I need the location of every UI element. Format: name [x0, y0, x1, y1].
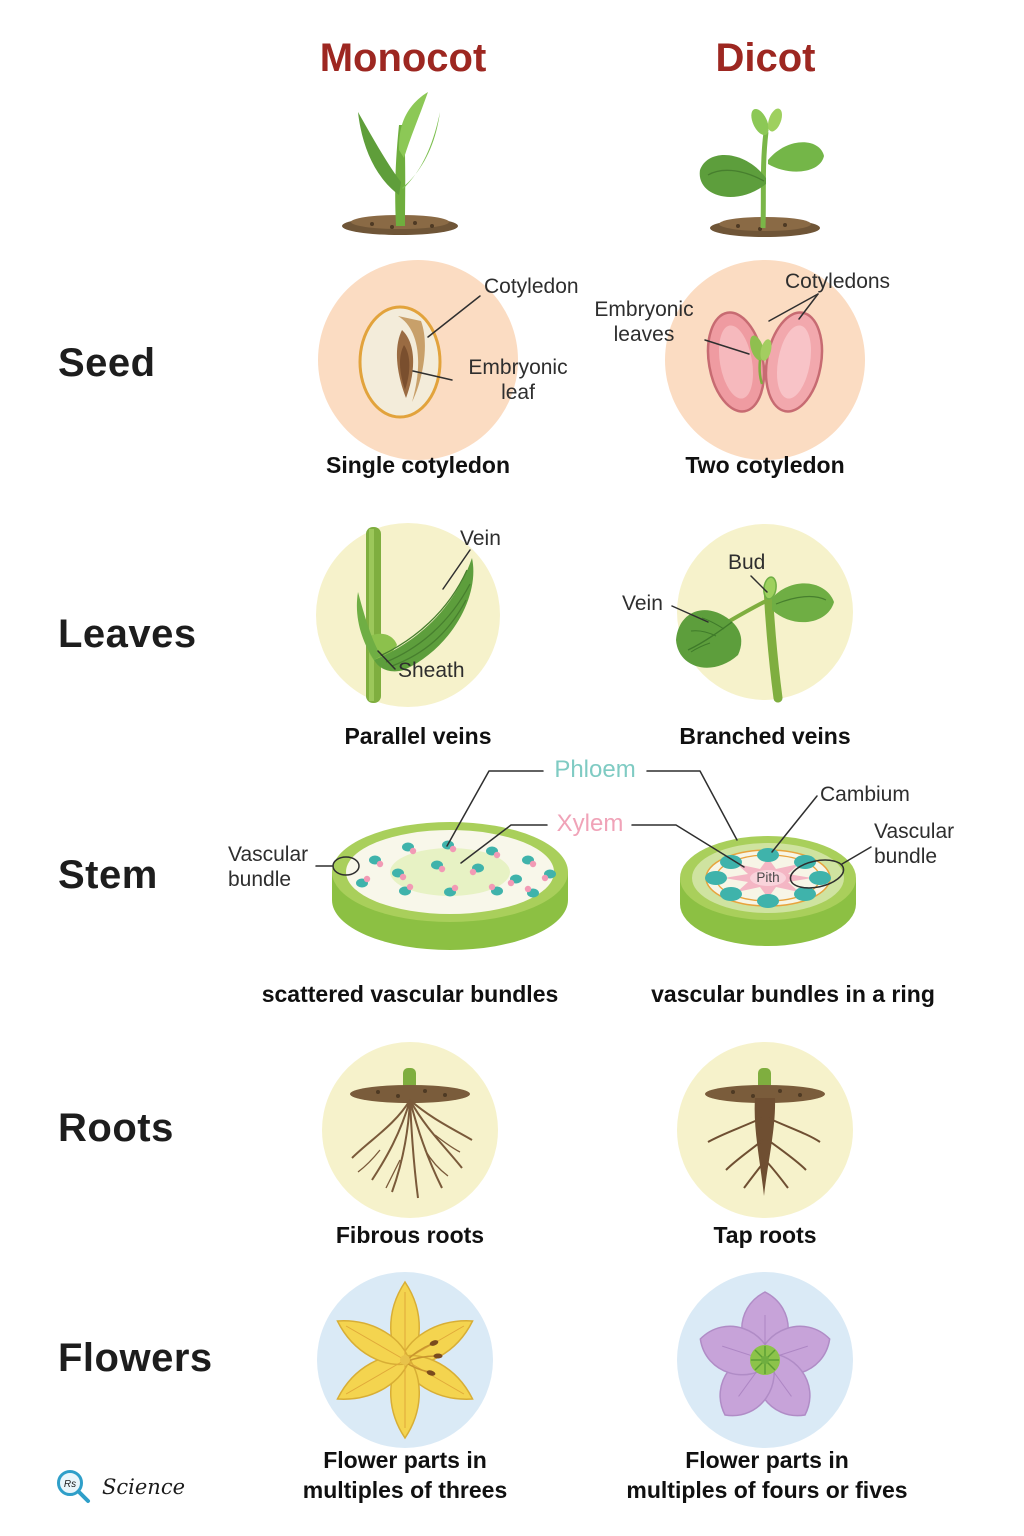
label-vascular-bundle-dicot: Vascular bundle: [874, 820, 955, 868]
dicot-leaf-illustration: [676, 524, 853, 703]
row-label-leaves: Leaves: [58, 612, 197, 656]
caption-stem-monocot: scattered vascular bundles: [261, 981, 559, 1007]
label-cotyledons-dicot: Cotyledons: [785, 270, 891, 293]
dicot-column-title: Dicot: [715, 36, 816, 80]
monocot-seedling-illustration: [342, 92, 458, 235]
label-vein-monocot: Vein: [460, 527, 501, 550]
caption-seed-dicot: Two cotyledon: [685, 452, 845, 478]
caption-flowers-monocot: Flower parts in multiples of threes: [302, 1447, 508, 1503]
label-bud-dicot: Bud: [728, 551, 766, 574]
label-pith-dicot: Pith: [756, 870, 780, 885]
dicot-flower-illustration: [677, 1272, 853, 1448]
monocot-seed-illustration: [318, 260, 518, 460]
label-sheath-monocot: Sheath: [398, 659, 465, 682]
magnifier-icon: Rs: [57, 1470, 90, 1503]
caption-stem-dicot: vascular bundles in a ring: [651, 981, 935, 1007]
caption-leaves-monocot: Parallel veins: [344, 723, 492, 749]
lily-flower-illustration: [317, 1272, 493, 1448]
caption-seed-monocot: Single cotyledon: [325, 452, 511, 478]
label-embryonic-leaf-monocot: Embryonic leaf: [468, 356, 568, 404]
label-xylem: Xylem: [556, 810, 624, 837]
label-embryonic-leaves-dicot: Embryonic leaves: [594, 298, 694, 346]
row-label-flowers: Flowers: [58, 1336, 213, 1380]
label-phloem: Phloem: [554, 756, 636, 783]
row-label-stem: Stem: [58, 853, 158, 897]
monocot-leaf-illustration: [316, 523, 500, 707]
row-label-roots: Roots: [58, 1106, 174, 1150]
dicot-seedling-illustration: [699, 108, 824, 237]
label-cotyledon-monocot: Cotyledon: [484, 275, 579, 298]
pointer-lines: [315, 293, 872, 889]
monocot-column-title: Monocot: [319, 36, 487, 80]
caption-flowers-dicot: Flower parts in multiples of fours or fi…: [626, 1447, 908, 1503]
dicot-seed-illustration: [665, 260, 865, 460]
label-vein-dicot: Vein: [622, 592, 663, 615]
caption-roots-dicot: Tap roots: [713, 1222, 817, 1248]
logo-mark-text: Rs: [64, 1479, 76, 1490]
logo-name-text: Science: [102, 1475, 186, 1499]
row-label-seed: Seed: [58, 341, 156, 385]
label-cambium-dicot: Cambium: [820, 783, 910, 806]
caption-roots-monocot: Fibrous roots: [335, 1222, 485, 1248]
brand-logo: Rs Science: [55, 1468, 185, 1506]
fibrous-roots-illustration: [322, 1042, 498, 1218]
label-vascular-bundle-monocot: Vascular bundle: [228, 843, 309, 891]
dicot-stem-cross-section: [680, 836, 856, 946]
monocot-stem-cross-section: [332, 822, 568, 950]
caption-leaves-dicot: Branched veins: [679, 723, 851, 749]
tap-roots-illustration: [677, 1042, 853, 1218]
